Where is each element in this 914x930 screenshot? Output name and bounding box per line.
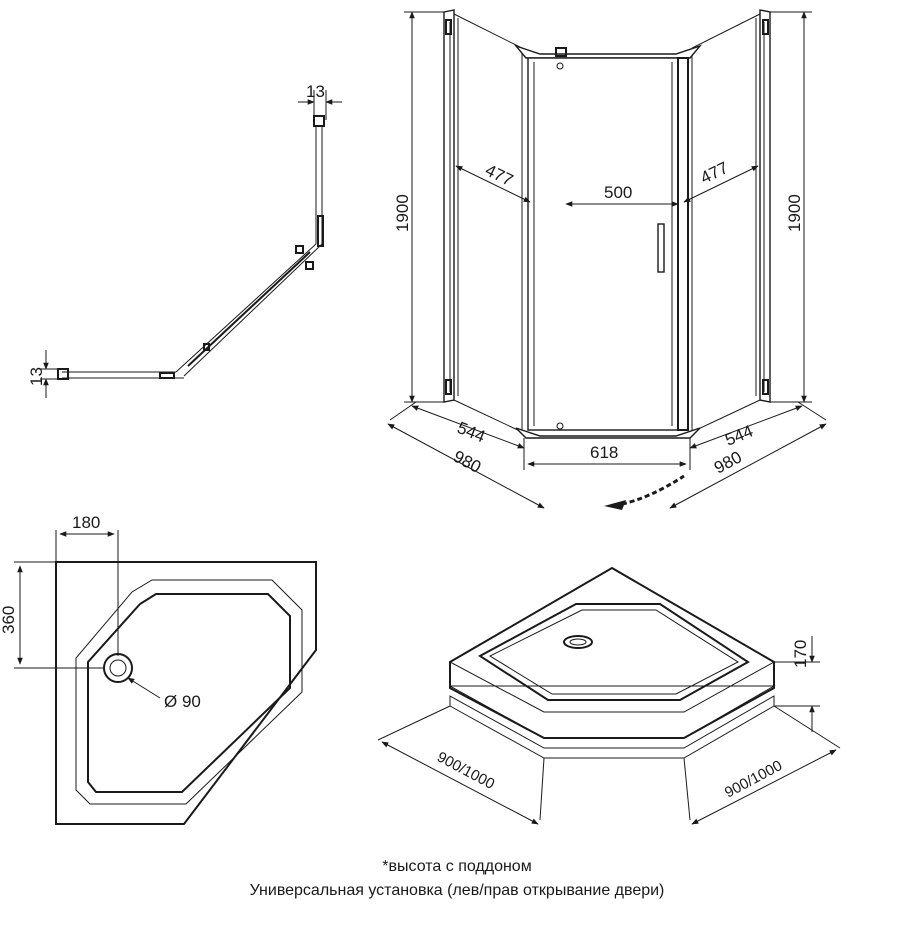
caption-installation: Универсальная установка (лев/прав открыв…: [249, 882, 665, 899]
outer-left: 980: [450, 447, 484, 477]
drain-diameter: Ø 90: [164, 692, 201, 711]
top-dim-13: 13: [306, 82, 325, 101]
caption-height-note: *высота с поддоном: [382, 858, 532, 875]
tray-iso-view: 170 900/1000 900/1000: [377, 566, 841, 825]
tray-offset-y: 360: [0, 606, 18, 634]
outer-right: 980: [711, 447, 745, 477]
height-right: 1900: [785, 194, 804, 232]
top-view-profile: 13 13: [27, 82, 342, 398]
left-dim-13: 13: [27, 367, 46, 386]
tray-height: 170: [791, 640, 810, 668]
tray-offset-x: 180: [72, 513, 100, 532]
base-center: 618: [590, 443, 618, 462]
door-swing-arrow-icon: [604, 474, 685, 510]
panel-left: 477: [482, 161, 516, 191]
door-width: 500: [604, 183, 632, 202]
base-left: 544: [455, 418, 488, 446]
enclosure-front-view: 1900 1900 477 477 500 544 544 618 980 98…: [387, 9, 827, 510]
tray-top-view: 180 360 Ø 90: [0, 513, 317, 825]
tray-side-right: 900/1000: [722, 757, 785, 801]
height-left: 1900: [393, 194, 412, 232]
panel-right: 477: [697, 158, 731, 188]
